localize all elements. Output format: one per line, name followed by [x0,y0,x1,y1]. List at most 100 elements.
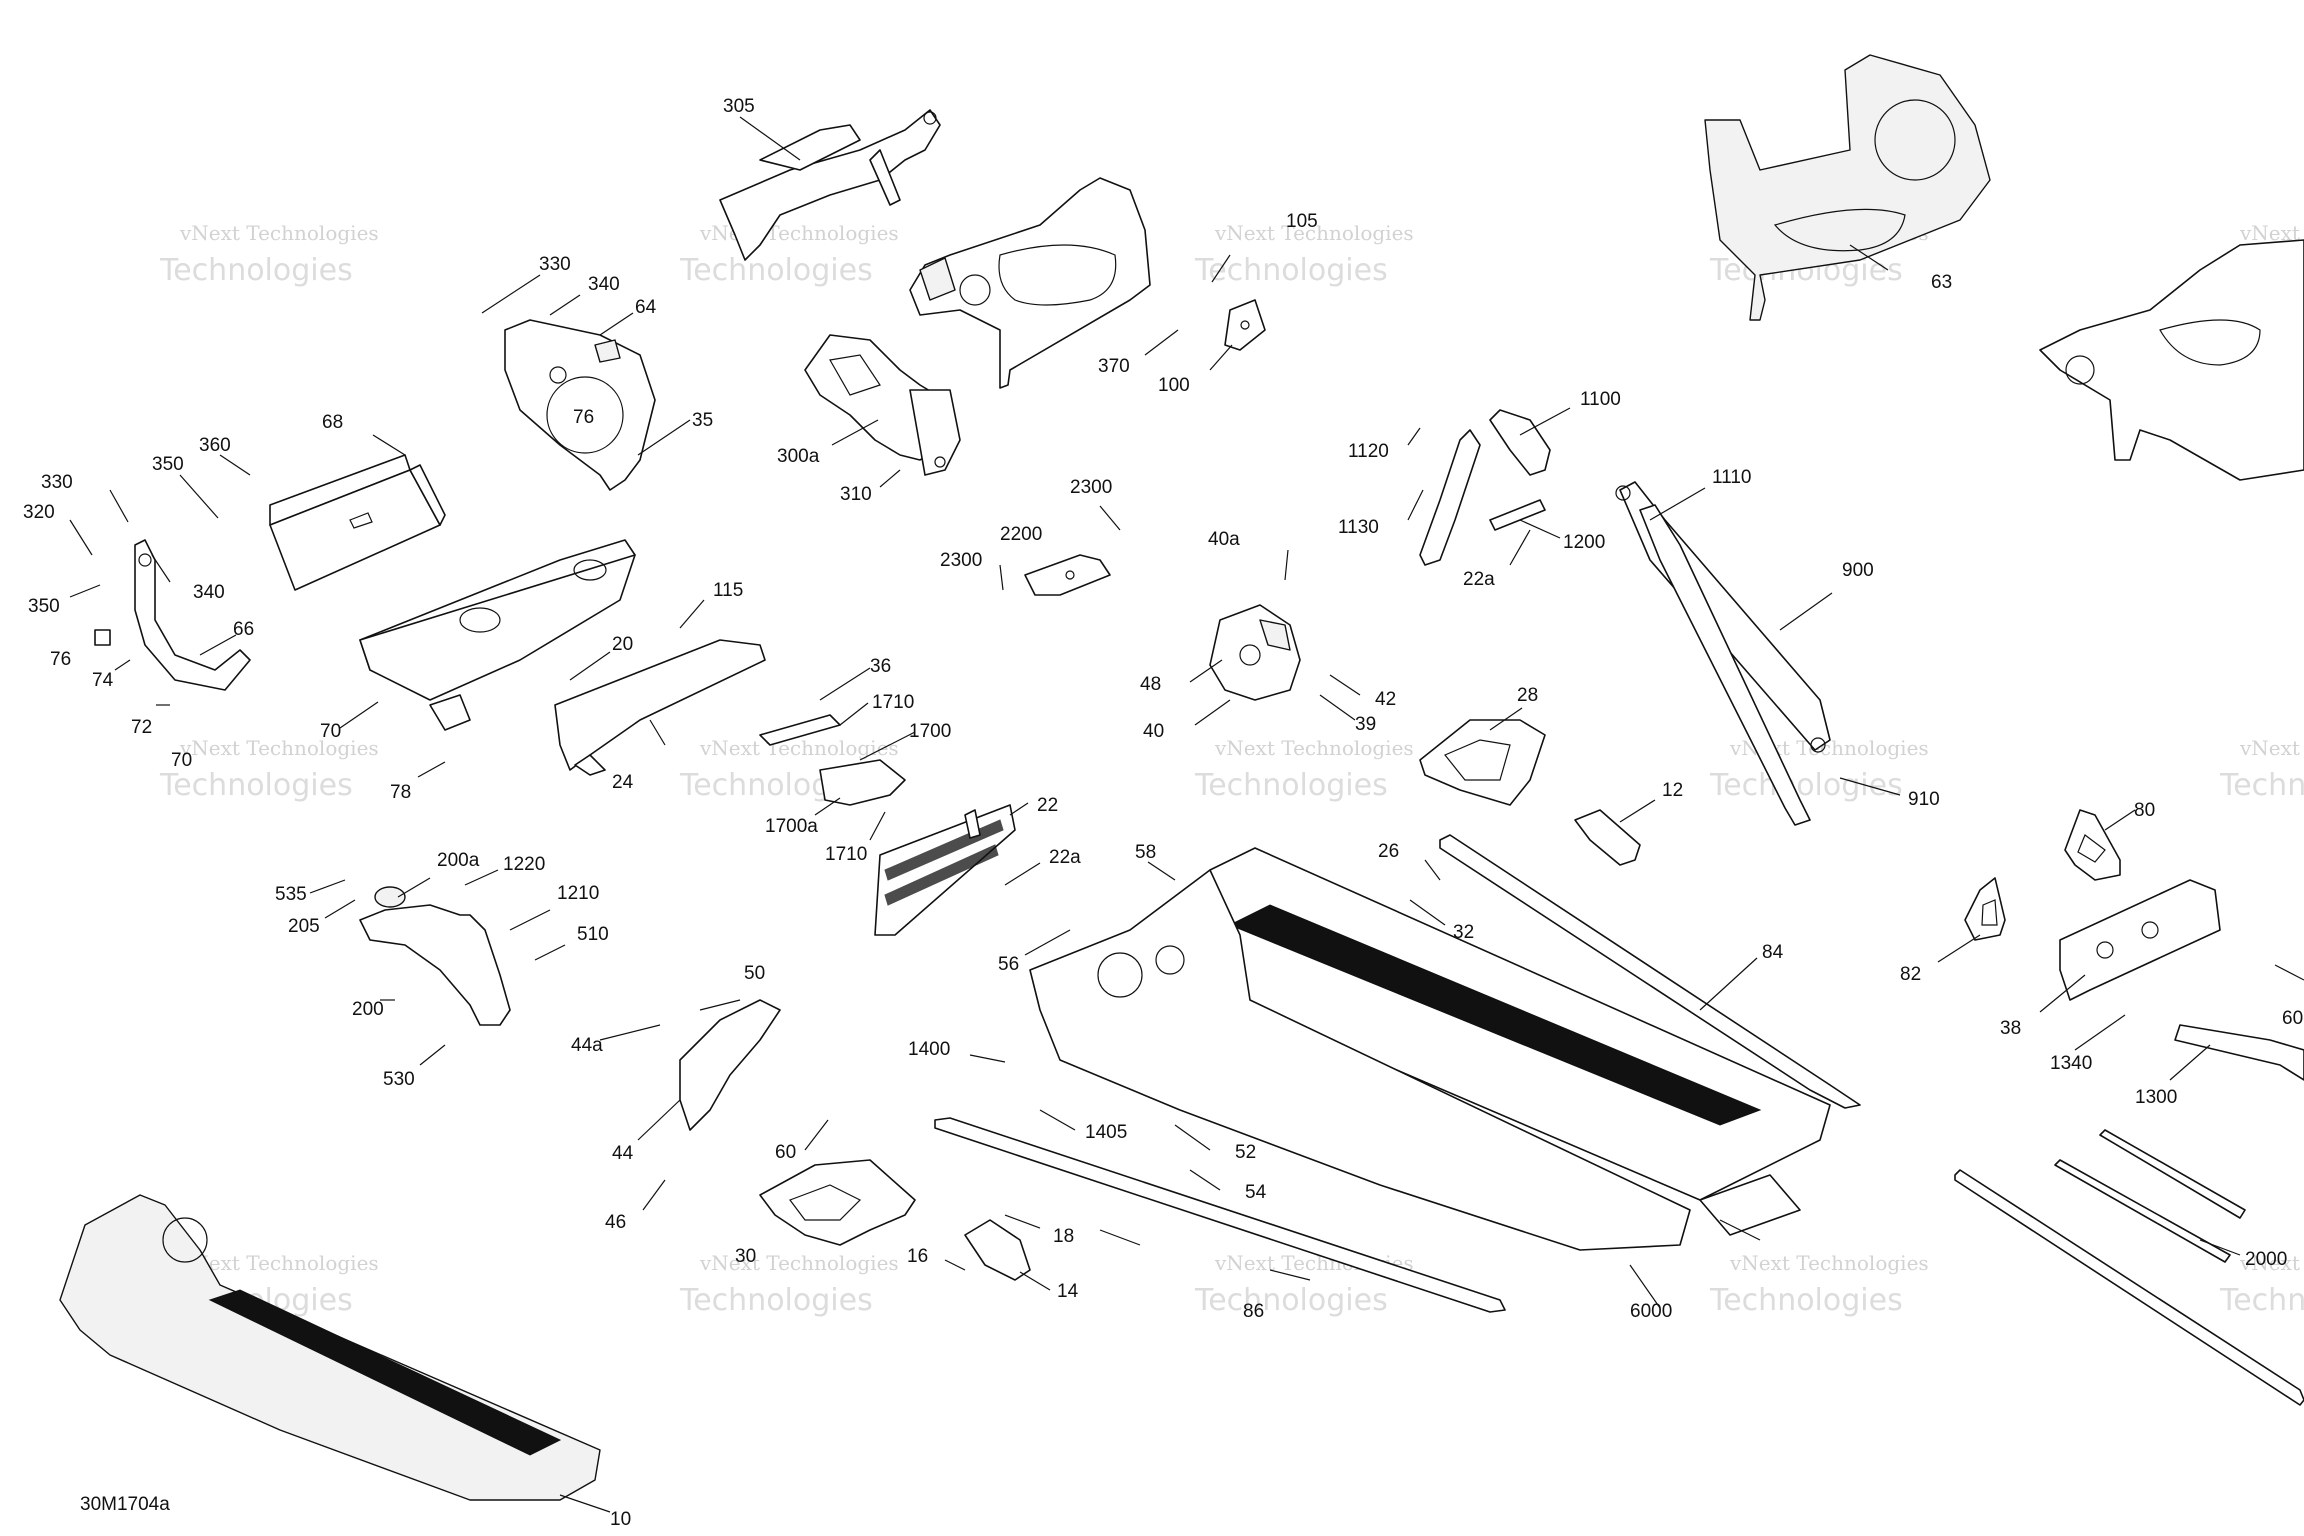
callout-label: 70 [320,721,341,742]
bracket-28 [1419,719,1546,806]
callout-label: 350 [28,596,60,617]
callout-label: 84 [1762,942,1784,963]
callout-label: 56 [998,954,1019,975]
watermark-text: Technologies [1709,768,1903,803]
callout-label: 1120 [1348,441,1389,462]
watermark-text: Technologies [679,1283,873,1318]
callout-label: 24 [612,772,634,793]
watermark-text: Technologies [1194,253,1388,288]
callout-label: 32 [1453,922,1474,943]
watermark-text: vNext Technologies [1214,736,1414,760]
watermark-text: Technologies [1194,768,1388,803]
callout-label: 28 [1517,685,1538,706]
parts [59,54,2304,1501]
bumper-1300 [2174,1024,2304,1081]
callout-label: 6000 [1630,1301,1672,1322]
watermark-text: vNext Technologies [179,221,379,245]
bracket-200 [359,886,511,1026]
callout-label: 82 [1900,964,1921,985]
callout-label: 2000 [2245,1249,2287,1270]
callout-label: 44a [571,1035,603,1056]
callout-label: 14 [1057,1281,1079,1302]
callout-label: 20 [612,634,633,655]
callout-label: 200 [352,999,384,1020]
callout-label: 2300 [940,550,982,571]
callout-label: 40a [1208,529,1240,550]
callout-label: 22a [1463,569,1495,590]
callout-label: 16 [907,1246,928,1267]
callout-label: 1200 [1563,532,1605,553]
callout-label: 60 [775,1142,796,1163]
callout-label: 38 [2000,1018,2021,1039]
bracket-82 [1964,877,2006,941]
callout-label: 50 [744,963,765,984]
callout-label: 535 [275,884,307,905]
callout-label: 36 [870,656,891,677]
heat-exchanger-22 [874,804,1016,936]
callout-label: 340 [588,274,620,295]
callout-label: 370 [1098,356,1130,377]
bracket-40 [1209,604,1301,701]
watermark-text: Technologies [159,768,353,803]
watermark-text: vNext Technologies [699,1251,899,1275]
watermark-text: vNext Technologies [1729,1251,1929,1275]
callout-label: 1210 [557,883,599,904]
bracket-36 [759,714,906,806]
callout-label: 1405 [1085,1122,1127,1143]
callout-label: 30 [735,1246,756,1267]
bracket-100 [1224,299,1266,351]
front-frame-63 [1704,54,1991,321]
watermark-text: vNext Technologies [699,736,899,760]
watermark-text: Technologies [2219,768,2304,803]
watermark-text: vNext Technologies [1214,221,1414,245]
watermark-text: Technologies [2219,1283,2304,1318]
callout-label: 76 [573,407,594,428]
callout-label: 22a [1049,847,1081,868]
column-mount-300a [804,334,961,476]
callout-label: 1300 [2135,1087,2177,1108]
callout-label: 39 [1355,714,1376,735]
bracket-44 [679,999,781,1131]
steering-support-305 [719,109,941,261]
watermark-text: Technologies [1194,1283,1388,1318]
callout-label: 300a [777,446,820,467]
callout-label: 200a [437,850,480,871]
front-plate-64 [504,319,656,491]
callout-label: 2200 [1000,524,1042,545]
tunnel-main [1029,847,1831,1251]
callout-label: 42 [1375,689,1396,710]
callout-label: 63 [1931,272,1952,293]
callout-label: 100 [1158,375,1190,396]
callout-label: 48 [1140,674,1161,695]
callout-label: 1700 [909,721,951,742]
callout-label: 900 [1842,560,1874,581]
bracket-2200 [1024,554,1111,596]
callout-label: 350 [152,454,184,475]
watermark-text: vNext Technologies [699,221,899,245]
callout-label: 74 [92,670,114,691]
tunnel-10 [59,1194,601,1501]
bracket-30 [759,1159,916,1246]
bumper-38 [2059,879,2221,1001]
callout-label: 72 [131,717,152,738]
callout-label: 360 [199,435,231,456]
callout-label: 910 [1908,789,1940,810]
callout-label: 26 [1378,841,1399,862]
callout-label: 1700a [765,816,818,837]
callout-labels: 305 330 340 64 76 35 68 360 350 330 320 … [23,96,2303,1530]
callout-label: 54 [1245,1182,1267,1203]
callout-label: 1130 [1338,517,1379,538]
watermark-text: Technologies [159,253,353,288]
lower-pan-70 [359,539,636,731]
callout-label: 2300 [1070,477,1112,498]
callout-label: 64 [635,297,657,318]
bracket-20 [554,639,766,776]
callout-label: 1100 [1580,389,1621,410]
callout-label: 60 [2282,1008,2303,1029]
front-bulkhead-top [909,177,1151,389]
callout-label: 80 [2134,800,2155,821]
callout-label: 40 [1143,721,1164,742]
callout-label: 58 [1135,842,1156,863]
callout-label: 18 [1053,1226,1074,1247]
